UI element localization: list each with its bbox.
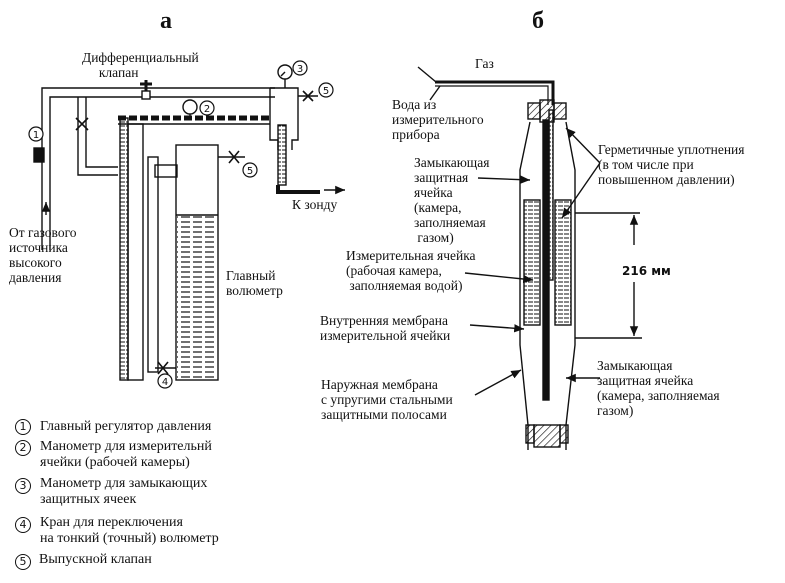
marker-2-icon xyxy=(199,100,215,116)
marker-2-label: 2 xyxy=(204,104,210,115)
panel-b-title: б xyxy=(532,8,544,34)
label-guard-cell-bottom: Замыкающая защитная ячейка (камера, запо… xyxy=(597,358,720,418)
label-main-volumeter: Главный волюметр xyxy=(226,268,283,298)
pressure-regulator-icon xyxy=(33,147,45,163)
marker-1-label: 1 xyxy=(33,130,39,141)
label-water-from-instrument: Вода из измерительного прибора xyxy=(392,97,484,142)
label-seals: Герметичные уплотнения (в том числе при … xyxy=(598,142,745,187)
panel-a-title: а xyxy=(160,8,172,34)
marker-5b-icon xyxy=(242,162,258,178)
panel-b-probe xyxy=(417,66,642,450)
label-to-probe: К зонду xyxy=(292,197,338,212)
dimension-label: 216 мм xyxy=(620,264,673,278)
legend-marker-3: 3 xyxy=(15,478,31,494)
marker-5-label: 5 xyxy=(323,86,329,97)
label-guard-cell-top: Замыкающая защитная ячейка (камера, запо… xyxy=(414,155,490,245)
marker-3-icon xyxy=(292,60,308,76)
label-differential-valve: Дифференциальный клапан xyxy=(82,50,199,80)
legend-item-4: Кран для переключения на тонкий (точный)… xyxy=(40,515,219,546)
panel-a-schematic xyxy=(33,64,345,381)
label-inner-membrane: Внутренняя мембрана измерительной ячейки xyxy=(320,313,451,343)
legend-marker-1: 1 xyxy=(15,419,31,435)
marker-4-label: 4 xyxy=(162,377,168,388)
label-gas-source: От газового источника высокого давления xyxy=(9,225,77,285)
legend-item-3: Манометр для замыкающих защитных ячеек xyxy=(40,476,208,507)
label-outer-membrane: Наружная мембрана с упругими стальными з… xyxy=(321,377,453,422)
legend-item-5: Выпускной клапан xyxy=(39,552,152,567)
legend-item-2: Манометр для измерительнй ячейки (рабоче… xyxy=(40,439,212,470)
marker-4-icon xyxy=(157,373,173,389)
label-measuring-cell: Измерительная ячейка (рабочая камера, за… xyxy=(346,248,476,293)
marker-1-icon xyxy=(28,126,44,142)
legend-marker-2: 2 xyxy=(15,440,31,456)
legend-marker-5: 5 xyxy=(15,554,31,570)
marker-3-label: 3 xyxy=(297,64,303,75)
legend-item-1: Главный регулятор давления xyxy=(40,419,212,434)
marker-5b-label: 5 xyxy=(247,166,253,177)
marker-5-icon xyxy=(318,82,334,98)
label-gas: Газ xyxy=(475,56,494,71)
legend-marker-4: 4 xyxy=(15,517,31,533)
